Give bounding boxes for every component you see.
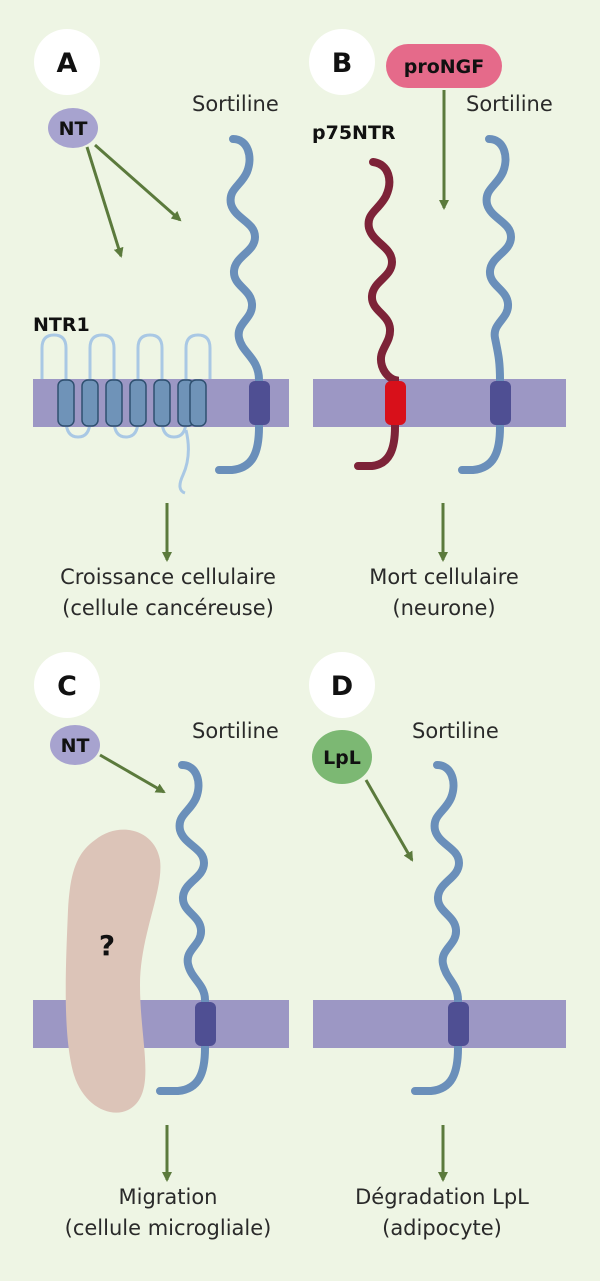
panel-c-sortilin-tm [195, 1002, 216, 1046]
panel-b-prongf-ligand [386, 44, 502, 88]
panel-c-sortilin-label: Sortiline [192, 719, 279, 743]
panel-b-letter: B [332, 48, 353, 79]
panel-a: A NT Sortiline NTR1 Croissance cellulair… [33, 29, 289, 620]
panel-a-sortilin-tm [249, 381, 270, 425]
panel-b-sortilin [458, 135, 516, 474]
panel-c-caption-line2: (cellule microgliale) [65, 1216, 272, 1240]
panel-a-sortilin-label: Sortiline [192, 92, 279, 116]
panel-c: C NT Sortiline ? Migration (cellule micr… [33, 652, 289, 1240]
panel-d-lpl-ligand [312, 730, 372, 784]
panel-d-arrow [364, 779, 414, 862]
panel-d-caption-line2: (adipocyte) [382, 1216, 502, 1240]
panel-b-prongf-label: proNGF [404, 56, 485, 78]
panel-d-sortilin-tm [448, 1002, 469, 1046]
panel-d-sortilin-label: Sortiline [412, 719, 499, 743]
panel-d-membrane [313, 1000, 566, 1048]
panel-d-badge [309, 652, 375, 718]
panel-c-unknown-label: ? [99, 929, 115, 962]
panel-a-caption-line2: (cellule cancéreuse) [62, 596, 274, 620]
panel-c-unknown-partner [65, 829, 161, 1113]
panel-a-ntr1-label: NTR1 [33, 314, 90, 336]
panel-c-sortilin [156, 761, 209, 1095]
panel-b-sortilin-tm [490, 381, 511, 425]
panel-a-sortilin [215, 135, 263, 474]
panel-b-sortilin-label: Sortiline [466, 92, 553, 116]
panel-c-letter: C [57, 671, 77, 702]
panel-a-arrow-ntr1 [85, 146, 124, 258]
panel-a-nt-ligand [48, 108, 98, 148]
panel-d-caption-line1: Dégradation LpL [355, 1185, 529, 1209]
panel-a-ntr1-helices [57, 379, 207, 427]
panel-b: B proNGF p75NTR Sortiline Mort cellulair… [309, 29, 566, 620]
panel-d-sortilin [411, 761, 464, 1095]
panel-a-nt-label: NT [59, 118, 88, 140]
panel-c-arrow [99, 753, 166, 794]
panel-a-arrow-sortilin [94, 143, 182, 222]
panel-b-membrane [313, 379, 566, 427]
panel-b-badge [309, 29, 375, 95]
panel-b-caption-line2: (neurone) [392, 596, 495, 620]
panel-d: D LpL Sortiline Dégradation LpL (adipocy… [309, 652, 566, 1240]
panel-b-p75ntr [354, 158, 399, 470]
panel-c-caption-line1: Migration [118, 1185, 217, 1209]
panel-a-letter: A [57, 48, 78, 79]
panel-d-lpl-label: LpL [323, 747, 361, 769]
panel-c-badge [34, 652, 100, 718]
panel-b-p75ntr-label: p75NTR [312, 122, 396, 144]
panel-c-nt-ligand [50, 725, 100, 765]
panel-a-badge [34, 29, 100, 95]
panel-b-caption-line1: Mort cellulaire [369, 565, 519, 589]
panel-c-nt-label: NT [61, 735, 90, 757]
panel-b-p75ntr-tm [385, 381, 406, 425]
panel-d-letter: D [331, 671, 353, 702]
panel-a-caption-line1: Croissance cellulaire [60, 565, 276, 589]
